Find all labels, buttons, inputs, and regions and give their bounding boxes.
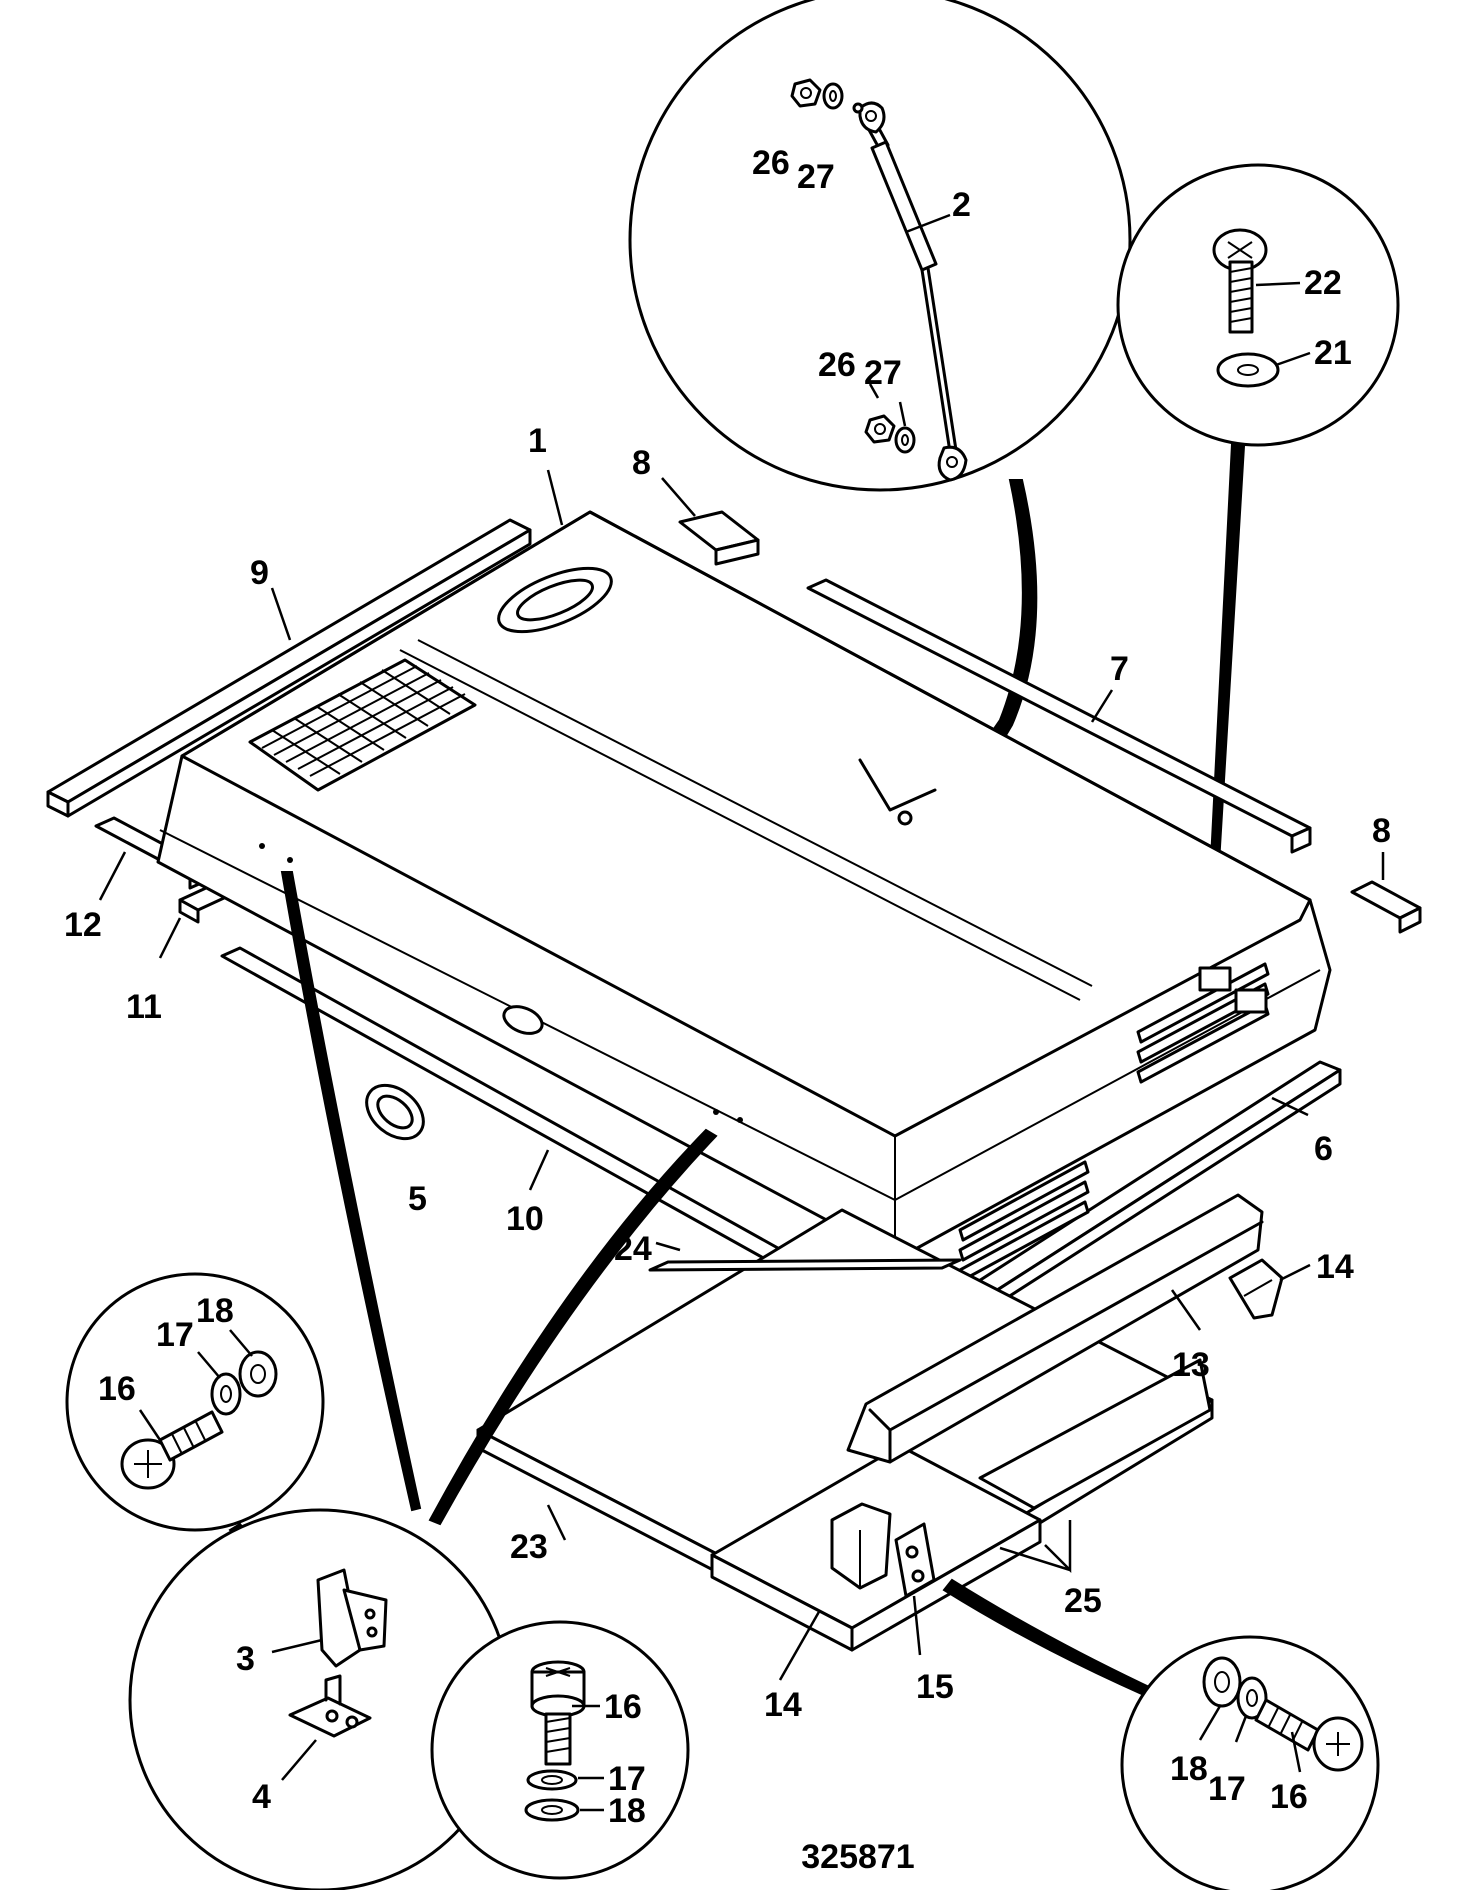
seal-24 [648, 1258, 962, 1272]
callout-11: 11 [126, 988, 162, 1026]
callout-18-upper-left: 18 [196, 1292, 234, 1330]
support-beam-13 [846, 1193, 1264, 1464]
callout-8-top: 8 [632, 444, 651, 482]
hood-panel [156, 510, 1332, 1282]
connector-right [942, 1578, 1166, 1704]
callout-2: 2 [952, 186, 971, 224]
callout-16-upper-left: 16 [98, 1370, 136, 1408]
seal-8-top [678, 510, 760, 566]
callout-7: 7 [1110, 650, 1129, 688]
callout-labels: 26 27 2 26 27 22 21 1 8 9 7 8 12 11 6 5 … [64, 144, 1391, 1830]
detail-circle-bolt-upper-left [65, 1272, 325, 1532]
strip-9 [46, 518, 532, 818]
callout-10: 10 [506, 1200, 544, 1238]
callout-leaders [98, 469, 1385, 1681]
detail-circle-bolt-vertical [430, 1620, 690, 1880]
callout-14-left: 14 [764, 1686, 802, 1724]
callout-27-lower: 27 [864, 354, 902, 392]
callout-16-lower-right: 16 [1270, 1778, 1308, 1816]
callout-27-top: 27 [797, 158, 835, 196]
detail-circle-screw-washer [1116, 163, 1400, 447]
callout-15: 15 [916, 1668, 954, 1706]
callout-3: 3 [236, 1640, 255, 1678]
callout-25: 25 [1064, 1582, 1102, 1620]
callout-16-vertical: 16 [604, 1688, 642, 1726]
callout-17-vertical: 17 [608, 1760, 646, 1798]
plate-15 [894, 1522, 936, 1598]
end-cap-14-right [1228, 1258, 1284, 1320]
detail-circle-gas-strut [628, 0, 1132, 492]
callout-17-lower-right: 17 [1208, 1770, 1246, 1808]
connector-screw-to-hood [1208, 442, 1246, 881]
callout-23: 23 [510, 1528, 548, 1566]
connector-left-1 [280, 871, 422, 1512]
detail-circle-bolt-lower-right [1120, 1635, 1380, 1895]
callout-14-right: 14 [1316, 1248, 1354, 1286]
callout-22: 22 [1304, 264, 1342, 302]
callout-9: 9 [250, 554, 269, 592]
end-cap-14-left [830, 1502, 892, 1590]
connector-left-2 [428, 1128, 718, 1526]
callout-6: 6 [1314, 1130, 1333, 1168]
grommet-5 [365, 1083, 425, 1141]
callout-21: 21 [1314, 334, 1352, 372]
callout-18-vertical: 18 [608, 1792, 646, 1830]
callout-17-upper-left: 17 [156, 1316, 194, 1354]
strip-7 [806, 578, 1312, 854]
callout-5: 5 [408, 1180, 427, 1218]
seal-8-right [1350, 880, 1422, 934]
callout-12: 12 [64, 906, 102, 944]
callout-8-right: 8 [1372, 812, 1391, 850]
callout-1: 1 [528, 422, 547, 460]
drawing-number: 325871 [801, 1838, 914, 1876]
callout-4: 4 [252, 1778, 271, 1816]
callout-26-top: 26 [752, 144, 790, 182]
callout-13: 13 [1172, 1346, 1210, 1384]
callout-24: 24 [614, 1230, 652, 1268]
callout-18-lower-right: 18 [1170, 1750, 1208, 1788]
callout-26-lower: 26 [818, 346, 856, 384]
